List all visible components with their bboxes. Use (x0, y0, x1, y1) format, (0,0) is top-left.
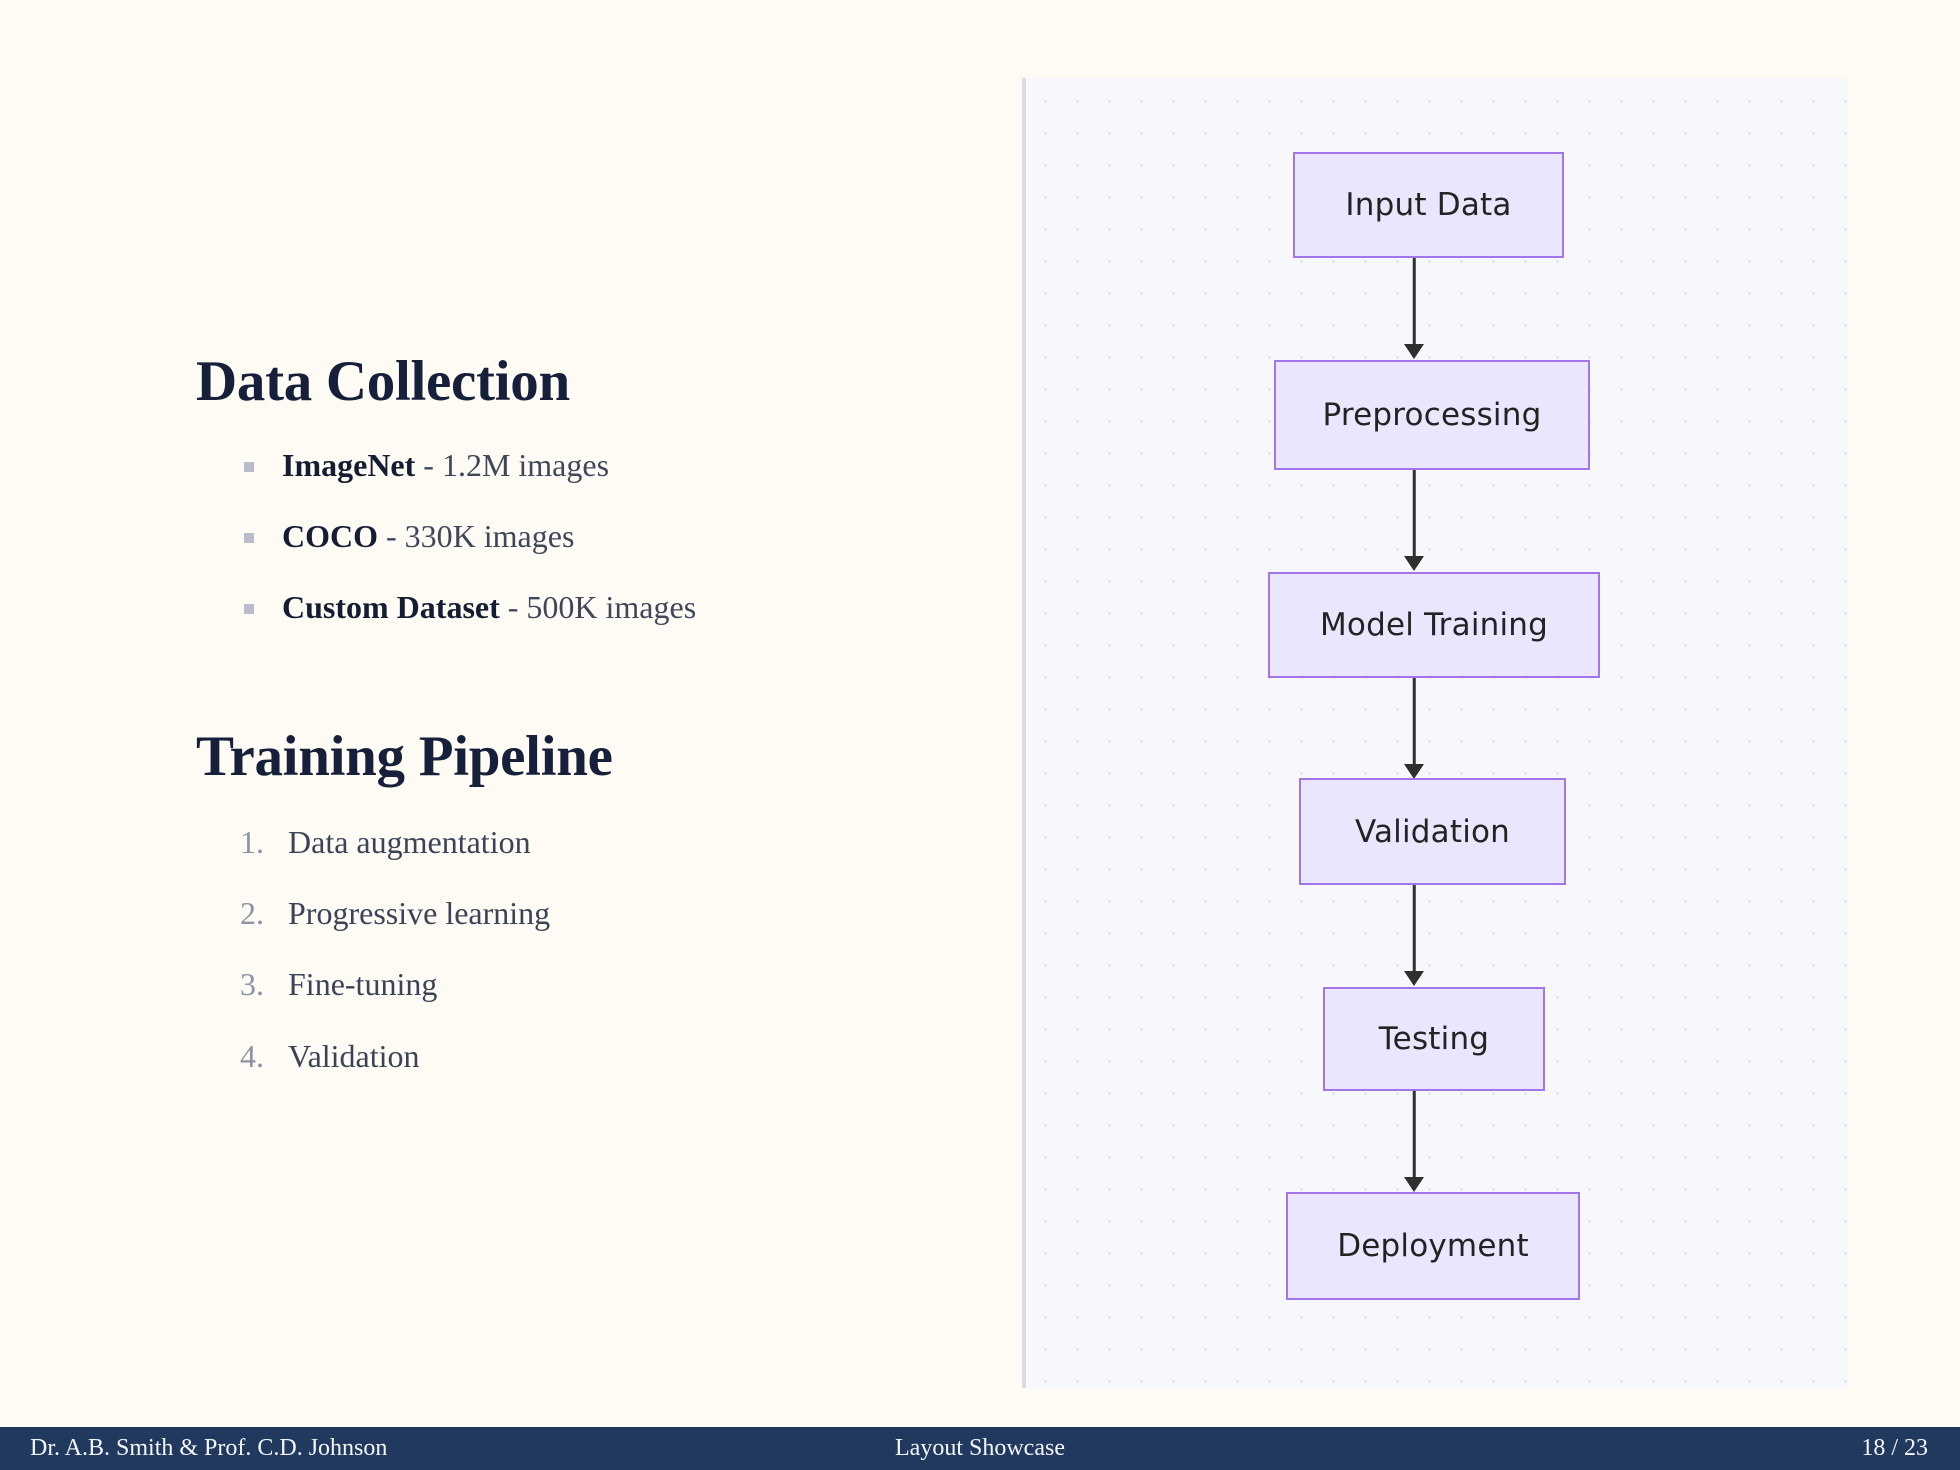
list-item: Progressive learning (240, 894, 551, 933)
flow-connector-4 (1412, 885, 1416, 973)
flow-node-testing: Testing (1323, 987, 1545, 1091)
flow-arrow-1 (1404, 344, 1424, 359)
training-steps-list: Data augmentation Progressive learning F… (196, 823, 960, 1076)
flow-node-deployment: Deployment (1286, 1192, 1580, 1300)
bullet-term: ImageNet (282, 446, 416, 483)
footer-authors: Dr. A.B. Smith & Prof. C.D. Johnson (30, 1435, 388, 1461)
flow-connector-3 (1412, 678, 1416, 766)
footer-page-number: 18 / 23 (1861, 1435, 1928, 1461)
slide-footer: Dr. A.B. Smith & Prof. C.D. Johnson Layo… (0, 1427, 1960, 1470)
list-item: Data augmentation (240, 823, 531, 862)
list-item: ImageNet - 1.2M images (244, 446, 960, 484)
section-spacer (196, 627, 960, 727)
square-bullet-icon (244, 604, 254, 615)
flow-node-preprocessing: Preprocessing (1274, 360, 1590, 470)
list-item: Fine-tuning (240, 965, 438, 1004)
list-item: Custom Dataset - 500K images (244, 588, 960, 626)
bullet-detail: - 1.2M images (415, 446, 610, 483)
flow-arrow-3 (1404, 764, 1424, 779)
left-content-column: Data Collection ImageNet - 1.2M images C… (0, 0, 1020, 1427)
bullet-detail: - 500K images (499, 589, 697, 626)
flow-connector-2 (1412, 470, 1416, 558)
diagram-panel: Input Data Preprocessing Model Training … (1022, 78, 1847, 1388)
bullet-term: COCO (282, 518, 378, 555)
bullet-term: Custom Dataset (282, 589, 500, 626)
square-bullet-icon (244, 533, 254, 544)
list-item: COCO - 330K images (244, 517, 960, 555)
flow-arrow-5 (1404, 1177, 1424, 1192)
flow-node-model-training: Model Training (1268, 572, 1600, 678)
footer-deck-title: Layout Showcase (895, 1435, 1065, 1461)
page-title-training-pipeline: Training Pipeline (196, 724, 613, 788)
bullet-detail: - 330K images (378, 518, 575, 555)
flow-node-validation: Validation (1299, 778, 1566, 885)
flow-arrow-2 (1404, 556, 1424, 571)
dataset-bullet-list: ImageNet - 1.2M images COCO - 330K image… (196, 446, 960, 627)
flowchart: Input Data Preprocessing Model Training … (1026, 78, 1847, 1388)
square-bullet-icon (244, 461, 254, 472)
flow-connector-5 (1412, 1091, 1416, 1179)
flow-node-input-data: Input Data (1293, 152, 1564, 258)
page-title-data-collection: Data Collection (196, 349, 570, 413)
flow-arrow-4 (1404, 971, 1424, 986)
list-item: Validation (240, 1037, 420, 1076)
flow-connector-1 (1412, 258, 1416, 346)
